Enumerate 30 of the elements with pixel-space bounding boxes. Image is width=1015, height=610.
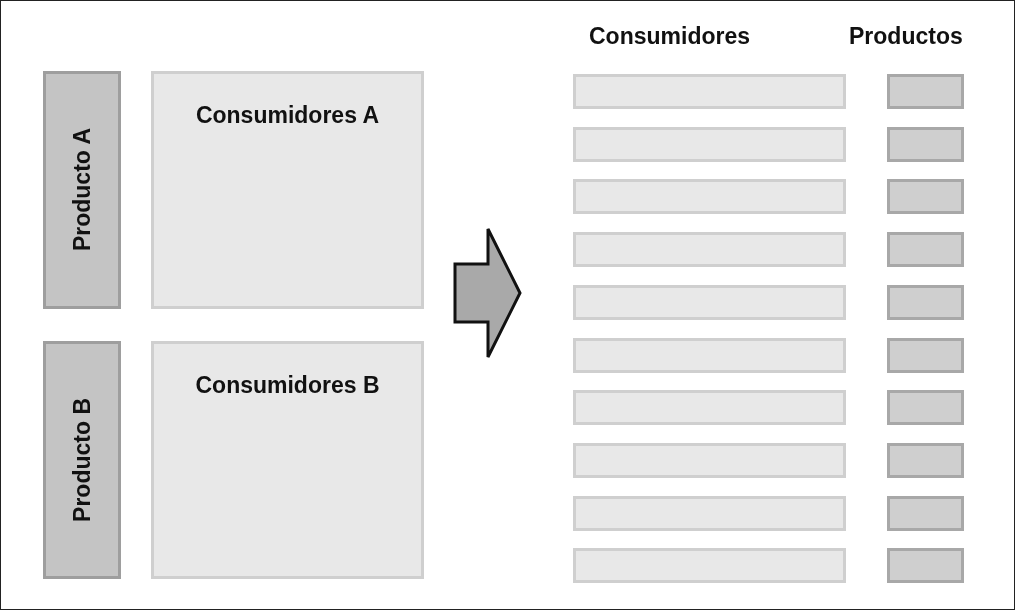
product-box — [887, 338, 964, 373]
consumer-label: Consumidores A — [194, 101, 381, 130]
column-header: Consumidores — [589, 23, 751, 50]
product-box — [887, 496, 964, 531]
product-box — [887, 179, 964, 214]
product-box — [43, 71, 121, 309]
consumer-bar — [573, 232, 846, 267]
consumer-bar — [573, 338, 846, 373]
column-header: Productos — [849, 23, 963, 50]
consumer-label: Consumidores B — [194, 371, 381, 400]
product-label: Producto B — [68, 398, 96, 522]
product-box — [887, 443, 964, 478]
product-box — [887, 74, 964, 109]
consumer-bar — [573, 390, 846, 425]
product-box — [887, 232, 964, 267]
product-label: Producto A — [68, 128, 96, 252]
product-box — [43, 341, 121, 579]
consumer-bar — [573, 179, 846, 214]
consumer-bar — [573, 496, 846, 531]
product-box — [887, 390, 964, 425]
consumer-bar — [573, 443, 846, 478]
product-box — [887, 285, 964, 320]
consumer-box — [151, 341, 424, 579]
product-box — [887, 127, 964, 162]
consumer-box — [151, 71, 424, 309]
consumer-bar — [573, 127, 846, 162]
consumer-bar — [573, 285, 846, 320]
consumer-bar — [573, 74, 846, 109]
consumer-bar — [573, 548, 846, 583]
product-box — [887, 548, 964, 583]
